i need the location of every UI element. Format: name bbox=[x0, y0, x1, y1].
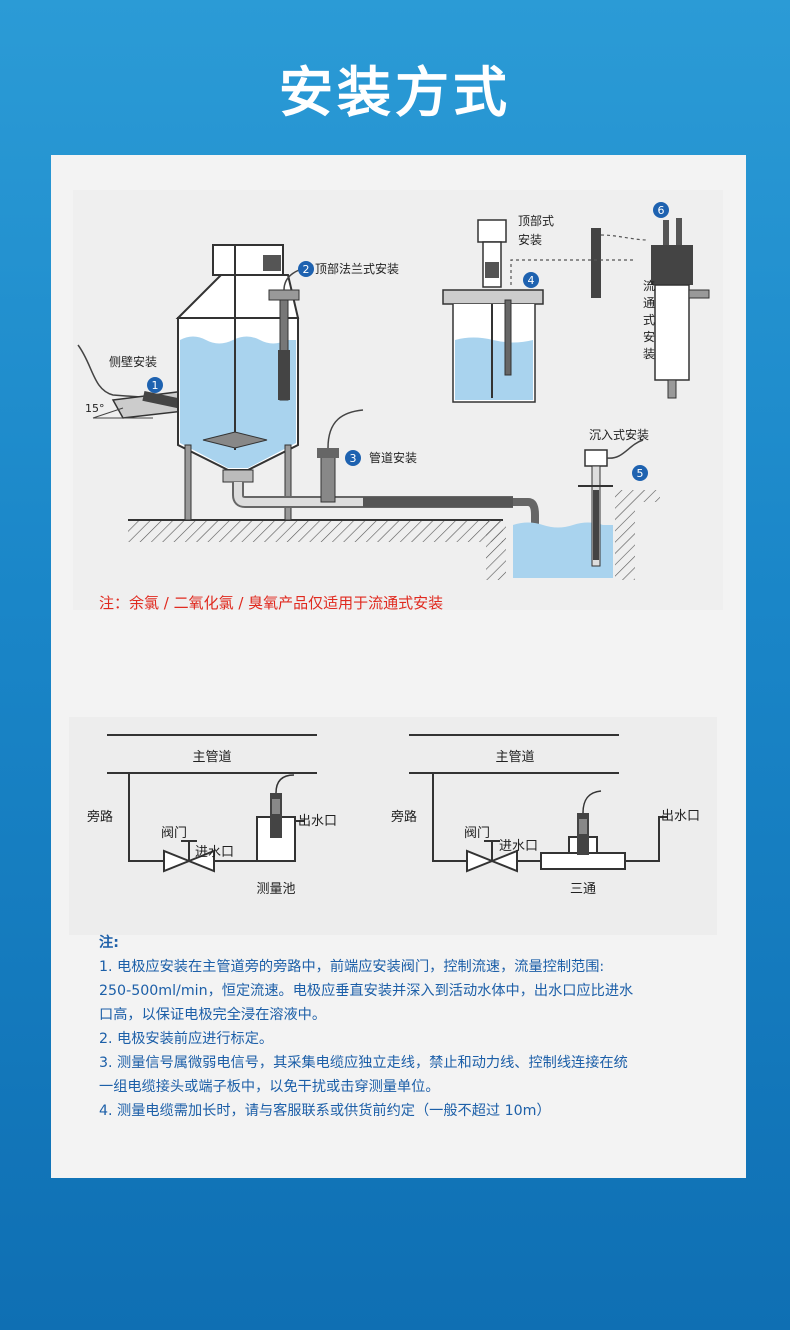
notes-heading: 注: bbox=[99, 935, 119, 951]
flow-through-label: 流 通 式 安 装 bbox=[643, 279, 655, 361]
top-vessel bbox=[442, 219, 649, 403]
page-title: 安装方式 bbox=[279, 61, 511, 124]
svg-text:2: 2 bbox=[303, 263, 310, 276]
left-bypass-label: 旁路 bbox=[87, 809, 113, 825]
note-line: 4. 测量电缆需加长时，请与客服联系或供货前约定（一般不超过 10m） bbox=[99, 1103, 551, 1119]
immersion-probe bbox=[578, 439, 644, 567]
svg-text:式: 式 bbox=[643, 313, 655, 327]
installation-diagram: 侧壁安装 15° 顶部法兰式安装 管道安装 顶部式 安装 沉入式安装 流 通 式… bbox=[73, 190, 723, 610]
left-valve-label: 阀门 bbox=[161, 826, 187, 841]
right-inlet-label: 进水口 bbox=[499, 839, 538, 854]
ground bbox=[128, 490, 660, 580]
right-main-pipe-label: 主管道 bbox=[495, 750, 534, 765]
svg-text:流: 流 bbox=[643, 279, 655, 293]
left-inlet-label: 进水口 bbox=[195, 845, 234, 860]
badge-6: 6 bbox=[653, 202, 669, 218]
badge-5: 5 bbox=[632, 465, 648, 481]
left-outlet-label: 出水口 bbox=[298, 814, 337, 829]
bypass-right: 主管道 旁路 阀门 进水口 出水口 三通 bbox=[391, 734, 700, 897]
svg-text:通: 通 bbox=[643, 296, 655, 310]
badge-1: 1 bbox=[147, 377, 163, 393]
note-line: 2. 电极安装前应进行标定。 bbox=[99, 1031, 274, 1047]
bypass-svg: 主管道 旁路 阀门 进水口 出水口 测量池 bbox=[87, 734, 700, 897]
left-main-pipe-label: 主管道 bbox=[192, 750, 231, 765]
note-line: 1. 电极应安装在主管道旁的旁路中，前端应安装阀门，控制流速，流量控制范围: bbox=[99, 959, 605, 975]
side-wall-label: 侧壁安装 bbox=[109, 354, 157, 369]
top-label-line2: 安装 bbox=[518, 232, 542, 247]
svg-text:安: 安 bbox=[643, 329, 655, 344]
svg-text:6: 6 bbox=[658, 204, 665, 217]
right-tee-label: 三通 bbox=[570, 882, 596, 897]
svg-text:4: 4 bbox=[528, 274, 535, 287]
note-line: 一组电缆接头或端子板中，以免干扰或击穿测量单位。 bbox=[99, 1079, 440, 1095]
side-wall-sensor bbox=[77, 344, 194, 419]
note-line: 3. 测量信号属微弱电信号，其采集电缆应独立走线，禁止和动力线、控制线连接在统 bbox=[99, 1055, 628, 1071]
flow-through-unit bbox=[651, 218, 710, 399]
notes-block: 注: 1. 电极应安装在主管道旁的旁路中，前端应安装阀门，控制流速，流量控制范围… bbox=[99, 931, 709, 1123]
pool bbox=[513, 439, 644, 578]
badge-3: 3 bbox=[345, 450, 361, 466]
installation-svg: 侧壁安装 15° 顶部法兰式安装 管道安装 顶部式 安装 沉入式安装 流 通 式… bbox=[77, 202, 710, 580]
immersion-label: 沉入式安装 bbox=[589, 427, 649, 442]
right-outlet-label: 出水口 bbox=[661, 809, 700, 824]
svg-text:1: 1 bbox=[152, 379, 159, 392]
pipe-label: 管道安装 bbox=[369, 450, 417, 465]
badge-2: 2 bbox=[298, 261, 314, 277]
bypass-diagrams: 主管道 旁路 阀门 进水口 出水口 测量池 bbox=[69, 717, 717, 935]
pipeline bbox=[232, 409, 539, 525]
tank bbox=[175, 244, 300, 521]
note-line: 口高，以保证电极完全浸在溶液中。 bbox=[99, 1007, 327, 1023]
bypass-left: 主管道 旁路 阀门 进水口 出水口 测量池 bbox=[87, 734, 337, 897]
right-bypass-label: 旁路 bbox=[391, 809, 417, 825]
content-card: 侧壁安装 15° 顶部法兰式安装 管道安装 顶部式 安装 沉入式安装 流 通 式… bbox=[51, 155, 746, 1178]
note-line: 250-500ml/min，恒定流速。电极应垂直安装并深入到活动水体中，出水口应… bbox=[99, 983, 634, 999]
top-flange-label: 顶部法兰式安装 bbox=[315, 261, 399, 276]
svg-text:5: 5 bbox=[637, 467, 644, 480]
angle-label: 15° bbox=[85, 402, 105, 415]
top-flange-probe bbox=[268, 264, 314, 401]
top-label-line1: 顶部式 bbox=[518, 213, 554, 228]
left-cell-label: 测量池 bbox=[256, 882, 295, 897]
right-valve-label: 阀门 bbox=[464, 826, 490, 841]
svg-text:装: 装 bbox=[643, 347, 655, 361]
svg-text:3: 3 bbox=[350, 452, 357, 465]
badge-4: 4 bbox=[523, 272, 539, 288]
warning-text: 注：余氯 / 二氧化氯 / 臭氧产品仅适用于流通式安装 bbox=[99, 594, 444, 612]
